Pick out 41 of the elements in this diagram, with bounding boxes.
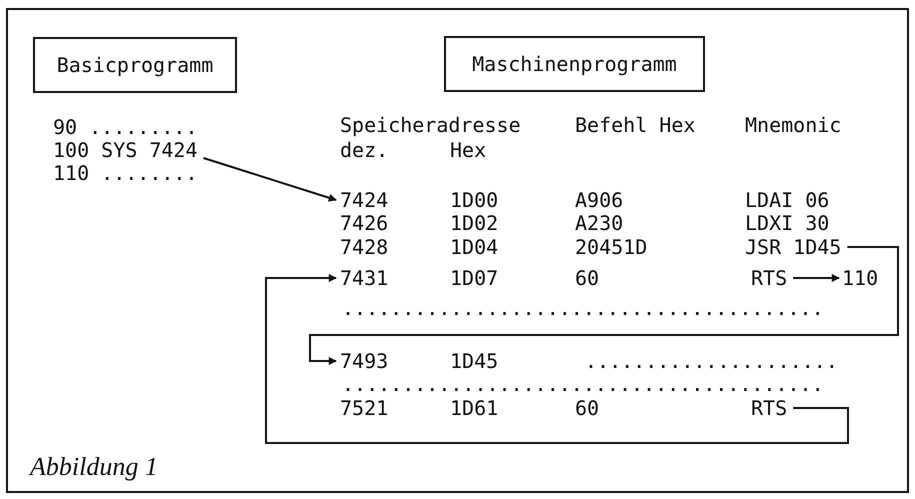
code-text: JSR 1D45 bbox=[745, 235, 842, 259]
table-text: 1D00 bbox=[450, 188, 498, 212]
table-text: 60 bbox=[575, 266, 600, 290]
code-text: 7431 bbox=[340, 266, 388, 290]
table-text: 20451D bbox=[575, 235, 648, 259]
table-text: A230 bbox=[575, 211, 624, 235]
table-text: 1D02 bbox=[450, 211, 498, 235]
table-text: 1D07 bbox=[450, 266, 498, 290]
table-text: LDXI 30 bbox=[745, 211, 830, 235]
code-line: 110 ........ bbox=[53, 161, 198, 185]
table-text: 60 bbox=[575, 396, 600, 420]
table-text: 1D45 bbox=[450, 349, 498, 373]
code-text: 110 bbox=[842, 266, 878, 290]
code-line: 90 ......... bbox=[53, 115, 198, 139]
dotted-line: ........................................ bbox=[342, 372, 824, 396]
column-header: Befehl Hex bbox=[575, 113, 696, 137]
arrow bbox=[309, 246, 899, 365]
code-text: RTS bbox=[751, 266, 788, 290]
table-text: A906 bbox=[575, 188, 624, 212]
heading-box: Maschinenprogramm bbox=[444, 36, 705, 92]
column-header: Speicheradresse bbox=[340, 113, 521, 137]
code-text: 100 SYS 7424 bbox=[53, 138, 198, 162]
table-text: 7521 bbox=[340, 396, 388, 420]
table-text: 7426 bbox=[340, 211, 388, 235]
column-header: Hex bbox=[450, 138, 486, 162]
column-header: Mnemonic bbox=[745, 113, 842, 137]
code-text: RTS bbox=[751, 396, 788, 420]
arrow bbox=[203, 157, 337, 202]
figure-caption: Abbildung 1 bbox=[30, 452, 158, 482]
arrow bbox=[265, 274, 849, 444]
arrow bbox=[793, 274, 840, 282]
code-text: 7493 bbox=[340, 349, 388, 373]
table-text: 1D04 bbox=[450, 235, 498, 259]
table-text: 7428 bbox=[340, 235, 388, 259]
table-text: 1D61 bbox=[450, 396, 498, 420]
column-header: dez. bbox=[340, 138, 388, 162]
dotted-line: ........................................ bbox=[342, 296, 824, 320]
code-text: 7424 bbox=[340, 188, 388, 212]
dotted-line: ..................... bbox=[585, 349, 838, 373]
table-text: LDAI 06 bbox=[745, 188, 830, 212]
heading-box: Basicprogramm bbox=[33, 37, 237, 93]
